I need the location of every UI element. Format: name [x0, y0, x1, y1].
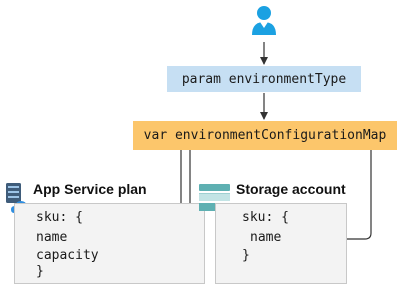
app-service-plan-title: App Service plan: [33, 181, 147, 197]
var-node: [133, 121, 397, 150]
storage-code-line-name: name: [250, 230, 282, 245]
app-code-line-sku: sku: {: [36, 210, 83, 225]
storage-account-code-box: sku: { name }: [215, 203, 347, 284]
arrow-var-to-storage-name: [291, 150, 372, 243]
app-service-plan-code-box: sku: { name capacity }: [14, 203, 205, 284]
storage-code-line-sku: sku: {: [242, 210, 289, 225]
app-code-line-close: }: [36, 264, 44, 279]
storage-code-line-close: }: [242, 248, 250, 263]
param-node: [167, 66, 361, 92]
param-node-label: param environmentType: [181, 71, 347, 87]
app-code-line-name: name: [36, 230, 68, 245]
storage-account-title: Storage account: [236, 181, 346, 197]
var-node-label: var environmentConfigurationMap: [143, 128, 387, 143]
app-code-line-capacity: capacity: [36, 248, 99, 263]
